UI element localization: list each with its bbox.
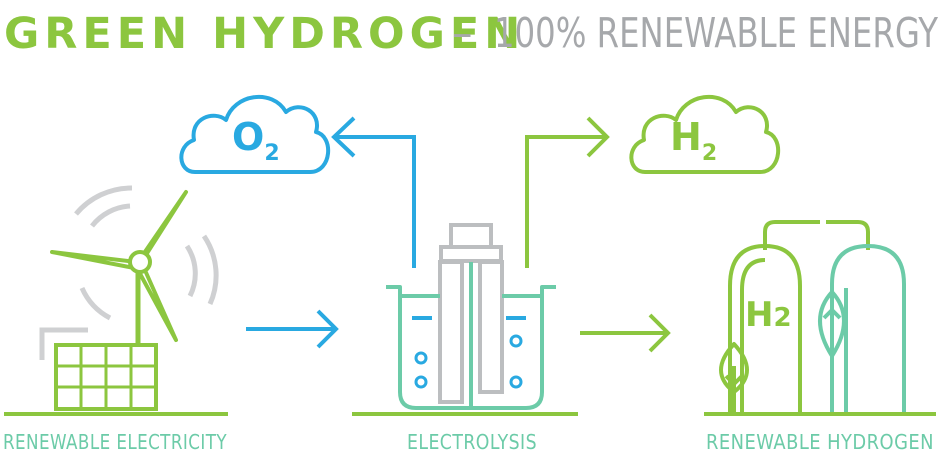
stage-label-electricity: RENEWABLE ELECTRICITY: [3, 430, 227, 454]
stage-label-electrolysis: ELECTROLYSIS: [407, 430, 537, 454]
oxygen-symbol: O2: [232, 115, 280, 166]
hydrogen-symbol: H2: [670, 115, 717, 166]
oxygen-flow-arrow: [331, 116, 416, 268]
leaf-icon: [818, 290, 846, 412]
electricity-to-electrolysis-arrow: [246, 309, 339, 349]
wind-turbine-icon: [50, 185, 219, 345]
oxygen-cloud-icon: O2: [179, 94, 331, 174]
hydrogen-tank-icon: H2: [728, 219, 906, 412]
hydrogen-cloud-icon: H2: [629, 94, 781, 174]
electrolysis-to-hydrogen-arrow: [580, 313, 671, 353]
stage-label-hydrogen: RENEWABLE HYDROGEN: [706, 430, 934, 454]
electrolysis-beaker-icon: [386, 223, 556, 410]
hydrogen-flow-arrow: [525, 116, 610, 268]
title-separator: –: [452, 9, 473, 57]
tank-h2-symbol: H2: [745, 295, 792, 335]
leaf-icon: [719, 342, 749, 412]
title-main: GREEN HYDROGEN: [4, 9, 525, 59]
title-sub: 100% RENEWABLE ENERGY: [494, 9, 939, 57]
solar-panel-icon: [39, 327, 158, 411]
